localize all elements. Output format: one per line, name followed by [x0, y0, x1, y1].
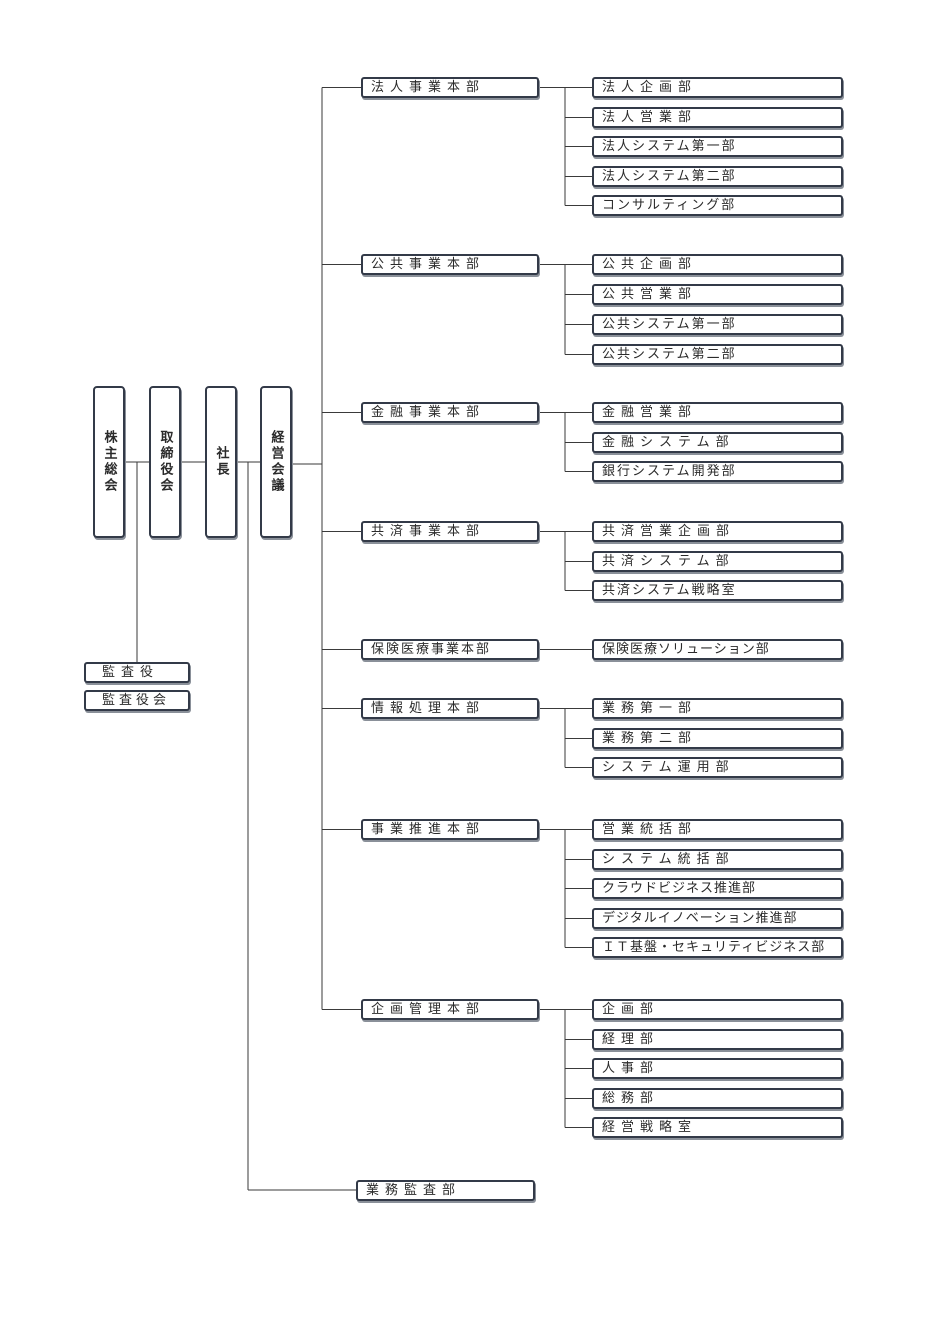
- division-label: 法人事業本部: [371, 80, 486, 95]
- division-box: 法人事業本部: [361, 77, 539, 98]
- department-label: システム運用部: [602, 760, 735, 775]
- department-box: 金融システム部: [592, 432, 843, 453]
- division-box: 情報処理本部: [361, 698, 539, 719]
- division-box: 保険医療事業本部: [361, 639, 539, 660]
- department-label: 営業統括部: [602, 822, 698, 837]
- department-box: コンサルティング部: [592, 195, 843, 216]
- board-of-directors-label: 取締役会: [157, 430, 173, 494]
- department-label: 経理部: [602, 1032, 660, 1047]
- department-label: 公共システム第一部: [602, 317, 737, 332]
- division-box: 金融事業本部: [361, 402, 539, 423]
- department-label: 金融営業部: [602, 405, 698, 420]
- department-label: 業務第一部: [602, 701, 698, 716]
- department-label: 人事部: [602, 1061, 660, 1076]
- department-label: 金融システム部: [602, 435, 735, 450]
- department-box: 共済システム部: [592, 551, 843, 572]
- department-box: 銀行システム開発部: [592, 461, 843, 482]
- division-box: 共済事業本部: [361, 521, 539, 542]
- division-box: 公共事業本部: [361, 254, 539, 275]
- department-box: 経営戦略室: [592, 1117, 843, 1138]
- division-label: 事業推進本部: [371, 822, 486, 837]
- shareholders-meeting-box: 株主総会: [93, 386, 125, 538]
- department-label: 法人企画部: [602, 80, 698, 95]
- department-label: 法人システム第二部: [602, 169, 737, 184]
- department-box: デジタルイノベーション推進部: [592, 908, 843, 929]
- president-box: 社長: [205, 386, 237, 538]
- division-label: 共済事業本部: [371, 524, 486, 539]
- department-box: 金融営業部: [592, 402, 843, 423]
- department-box: 保険医療ソリューション部: [592, 639, 843, 660]
- department-box: 法人システム第一部: [592, 136, 843, 157]
- management-council-label: 経営会議: [268, 430, 284, 494]
- division-label: 金融事業本部: [371, 405, 486, 420]
- department-label: システム統括部: [602, 852, 735, 867]
- department-label: 企画部: [602, 1002, 660, 1017]
- department-box: 総務部: [592, 1088, 843, 1109]
- department-label: 公共システム第二部: [602, 347, 737, 362]
- board-of-directors-box: 取締役会: [149, 386, 181, 538]
- department-label: デジタルイノベーション推進部: [602, 911, 798, 926]
- division-label: 公共事業本部: [371, 257, 486, 272]
- department-label: 公共営業部: [602, 287, 698, 302]
- internal-audit-box: 業務監査部: [356, 1180, 535, 1201]
- department-box: 共済システム戦略室: [592, 580, 843, 601]
- internal-audit-label: 業務監査部: [366, 1183, 462, 1198]
- department-label: ＩＴ基盤・セキュリティビジネス部: [602, 940, 826, 955]
- department-label: 法人システム第一部: [602, 139, 737, 154]
- management-council-box: 経営会議: [260, 386, 292, 538]
- department-label: 銀行システム開発部: [602, 464, 737, 479]
- department-box: 共済営業企画部: [592, 521, 843, 542]
- department-box: 企画部: [592, 999, 843, 1020]
- department-box: 営業統括部: [592, 819, 843, 840]
- department-label: 共済営業企画部: [602, 524, 736, 539]
- president-label: 社長: [213, 446, 229, 478]
- department-box: 業務第二部: [592, 728, 843, 749]
- division-label: 保険医療事業本部: [371, 642, 492, 657]
- department-box: 業務第一部: [592, 698, 843, 719]
- department-box: 法人営業部: [592, 107, 843, 128]
- audit-board-label: 監査役会: [102, 693, 171, 708]
- department-box: 公共システム第一部: [592, 314, 843, 335]
- auditor-label: 監査役: [102, 665, 160, 680]
- department-label: コンサルティング部: [602, 198, 737, 213]
- department-box: 経理部: [592, 1029, 843, 1050]
- department-label: 法人営業部: [602, 110, 698, 125]
- department-box: 法人システム第二部: [592, 166, 843, 187]
- department-label: 業務第二部: [602, 731, 698, 746]
- division-label: 情報処理本部: [371, 701, 486, 716]
- department-box: ＩＴ基盤・セキュリティビジネス部: [592, 937, 843, 958]
- department-label: 総務部: [602, 1091, 660, 1106]
- division-label: 企画管理本部: [371, 1002, 486, 1017]
- division-box: 企画管理本部: [361, 999, 539, 1020]
- department-box: システム統括部: [592, 849, 843, 870]
- department-box: システム運用部: [592, 757, 843, 778]
- department-box: 公共システム第二部: [592, 344, 843, 365]
- department-label: 共済システム戦略室: [602, 583, 737, 598]
- department-box: クラウドビジネス推進部: [592, 878, 843, 899]
- department-box: 公共企画部: [592, 254, 843, 275]
- department-label: 公共企画部: [602, 257, 698, 272]
- department-label: 共済システム部: [602, 554, 735, 569]
- department-label: クラウドビジネス推進部: [602, 881, 757, 896]
- department-label: 経営戦略室: [602, 1120, 698, 1135]
- department-label: 保険医療ソリューション部: [602, 642, 770, 657]
- department-box: 法人企画部: [592, 77, 843, 98]
- shareholders-meeting-label: 株主総会: [101, 430, 117, 494]
- department-box: 公共営業部: [592, 284, 843, 305]
- department-box: 人事部: [592, 1058, 843, 1079]
- auditor-box: 監査役: [84, 662, 190, 683]
- division-box: 事業推進本部: [361, 819, 539, 840]
- audit-board-box: 監査役会: [84, 690, 190, 711]
